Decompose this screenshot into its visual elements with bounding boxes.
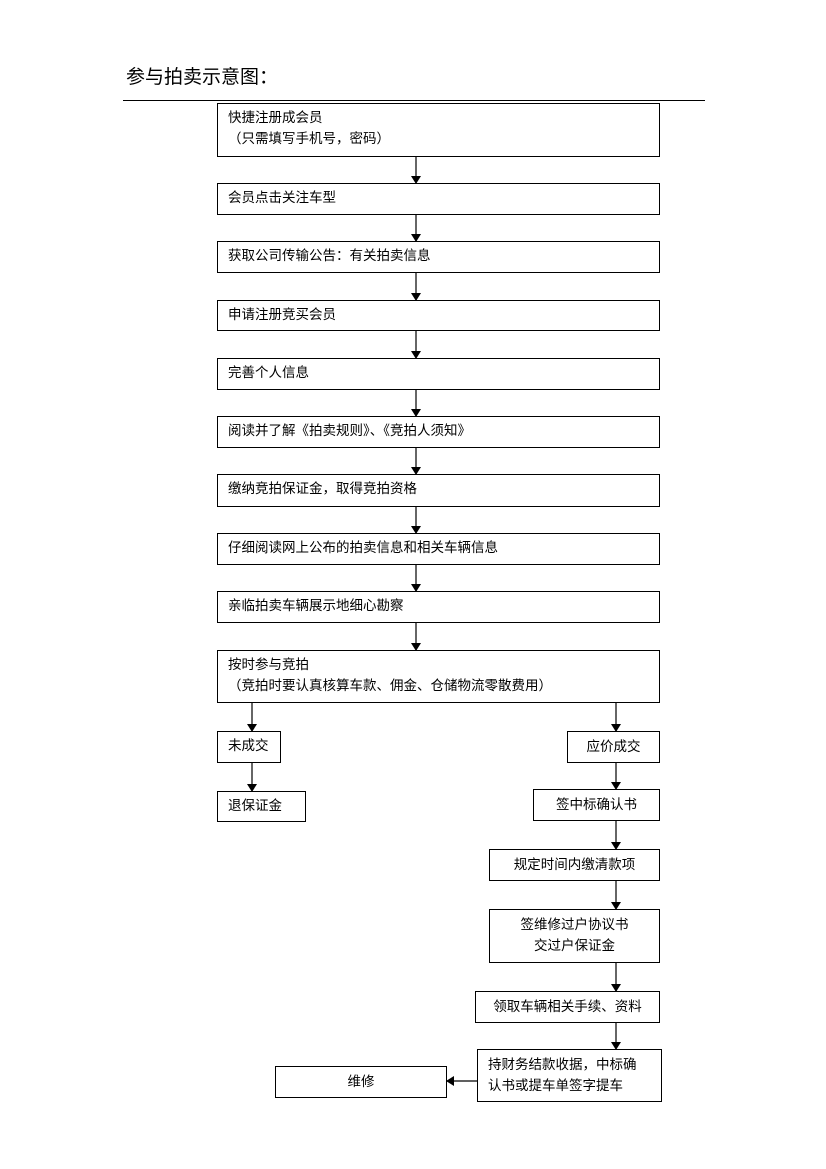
step-inspect-line1: 亲临拍卖车辆展示地细心勘察 bbox=[228, 598, 404, 614]
step-read-info-line1: 仔细阅读网上公布的拍卖信息和相关车辆信息 bbox=[228, 540, 498, 556]
step-notice-line1: 获取公司传输公告：有关拍卖信息 bbox=[228, 248, 431, 264]
step-apply: 申请注册竞买会员 bbox=[217, 300, 660, 331]
step-confirm-line1: 签中标确认书 bbox=[556, 796, 637, 813]
step-inspect: 亲临拍卖车辆展示地细心勘察 bbox=[217, 591, 660, 623]
step-deal-line1: 应价成交 bbox=[586, 738, 641, 755]
step-repair: 维修 bbox=[275, 1066, 447, 1098]
step-bid: 按时参与竞拍 （竞拍时要认真核算车款、佣金、仓储物流零散费用） bbox=[217, 650, 660, 703]
step-transfer: 签维修过户协议书 交过户保证金 bbox=[489, 909, 660, 963]
step-bid-line2: （竞拍时要认真核算车款、佣金、仓储物流零散费用） bbox=[228, 678, 552, 694]
step-docs-line1: 领取车辆相关手续、资料 bbox=[493, 998, 642, 1015]
step-register: 快捷注册成会员 （只需填写手机号，密码） bbox=[217, 103, 660, 157]
step-register-line1: 快捷注册成会员 bbox=[228, 110, 323, 126]
step-deal: 应价成交 bbox=[567, 731, 660, 763]
step-refund: 退保证金 bbox=[217, 791, 306, 822]
step-profile-line1: 完善个人信息 bbox=[228, 365, 309, 381]
step-deposit-line1: 缴纳竞拍保证金，取得竞拍资格 bbox=[228, 481, 417, 497]
step-no-deal: 未成交 bbox=[217, 731, 281, 763]
step-pay: 规定时间内缴清款项 bbox=[489, 849, 660, 881]
step-rules-line1: 阅读并了解《拍卖规则》、《竞拍人须知》 bbox=[228, 423, 471, 439]
step-bid-line1: 按时参与竞拍 bbox=[228, 657, 309, 673]
step-no-deal-line1: 未成交 bbox=[228, 738, 269, 754]
page-title: 参与拍卖示意图： bbox=[126, 66, 279, 88]
step-confirm: 签中标确认书 bbox=[533, 789, 660, 821]
step-repair-line1: 维修 bbox=[347, 1073, 375, 1090]
step-pickup-line1: 持财务结款收据，中标确 bbox=[488, 1057, 637, 1073]
step-docs: 领取车辆相关手续、资料 bbox=[475, 991, 660, 1023]
step-follow-line1: 会员点击关注车型 bbox=[228, 190, 336, 206]
step-follow: 会员点击关注车型 bbox=[217, 183, 660, 215]
step-deposit: 缴纳竞拍保证金，取得竞拍资格 bbox=[217, 474, 660, 507]
step-register-line2: （只需填写手机号，密码） bbox=[228, 131, 390, 147]
step-apply-line1: 申请注册竞买会员 bbox=[228, 307, 336, 323]
step-pickup-line2: 认书或提车单签字提车 bbox=[488, 1078, 623, 1094]
title-divider bbox=[123, 100, 705, 101]
step-notice: 获取公司传输公告：有关拍卖信息 bbox=[217, 241, 660, 273]
step-transfer-line1: 签维修过户协议书 bbox=[520, 917, 629, 933]
step-pickup: 持财务结款收据，中标确 认书或提车单签字提车 bbox=[477, 1049, 662, 1102]
step-rules: 阅读并了解《拍卖规则》、《竞拍人须知》 bbox=[217, 416, 660, 448]
step-refund-line1: 退保证金 bbox=[228, 798, 282, 814]
step-read-info: 仔细阅读网上公布的拍卖信息和相关车辆信息 bbox=[217, 533, 660, 565]
step-transfer-line2: 交过户保证金 bbox=[534, 938, 615, 954]
step-pay-line1: 规定时间内缴清款项 bbox=[513, 856, 636, 873]
step-profile: 完善个人信息 bbox=[217, 358, 660, 390]
